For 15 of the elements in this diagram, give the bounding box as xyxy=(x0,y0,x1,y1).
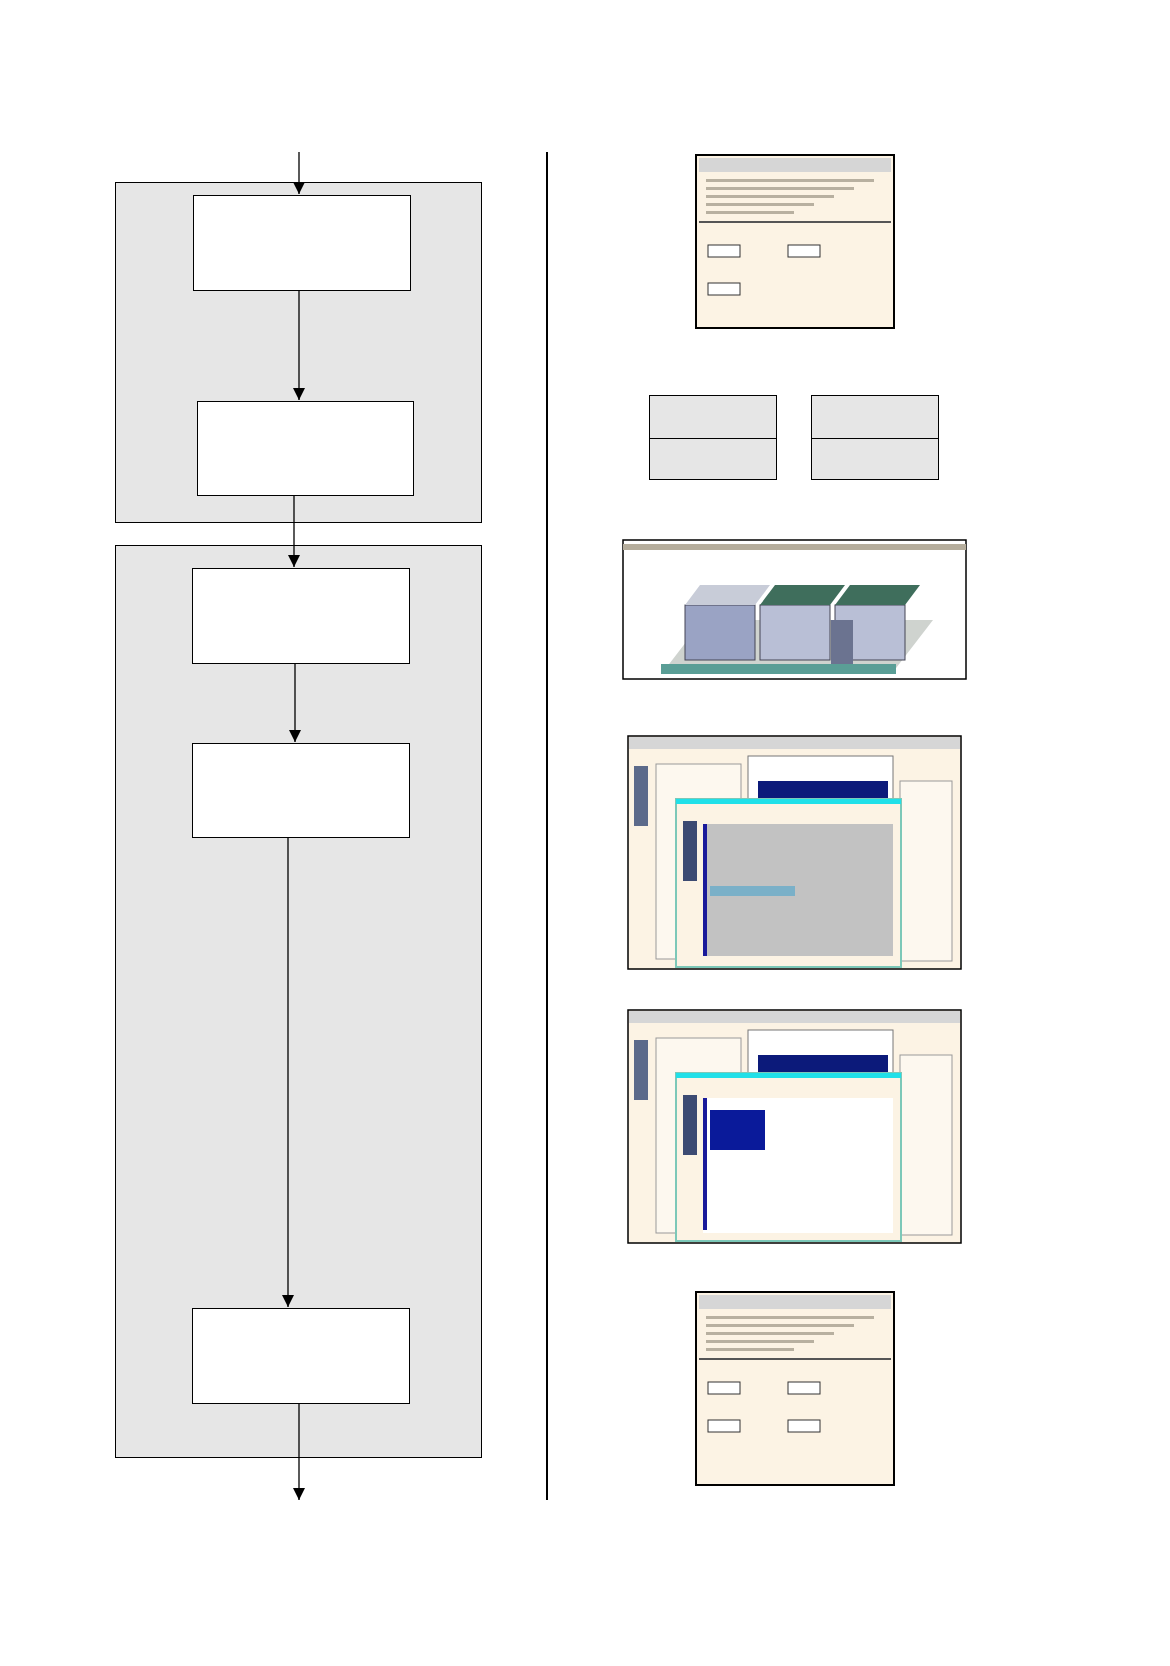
arrow xyxy=(293,289,305,401)
split-box xyxy=(811,395,939,480)
group-band xyxy=(115,182,482,523)
process-box xyxy=(197,401,414,496)
arrow xyxy=(288,494,300,568)
split-box xyxy=(649,395,777,480)
process-box xyxy=(192,1308,410,1404)
arrow xyxy=(293,151,305,195)
process-box xyxy=(192,743,410,838)
arrow xyxy=(289,662,301,743)
arrow xyxy=(293,1402,305,1501)
process-box xyxy=(193,195,411,291)
arrow xyxy=(282,836,294,1308)
process-box xyxy=(192,568,410,664)
group-band xyxy=(115,545,482,1458)
